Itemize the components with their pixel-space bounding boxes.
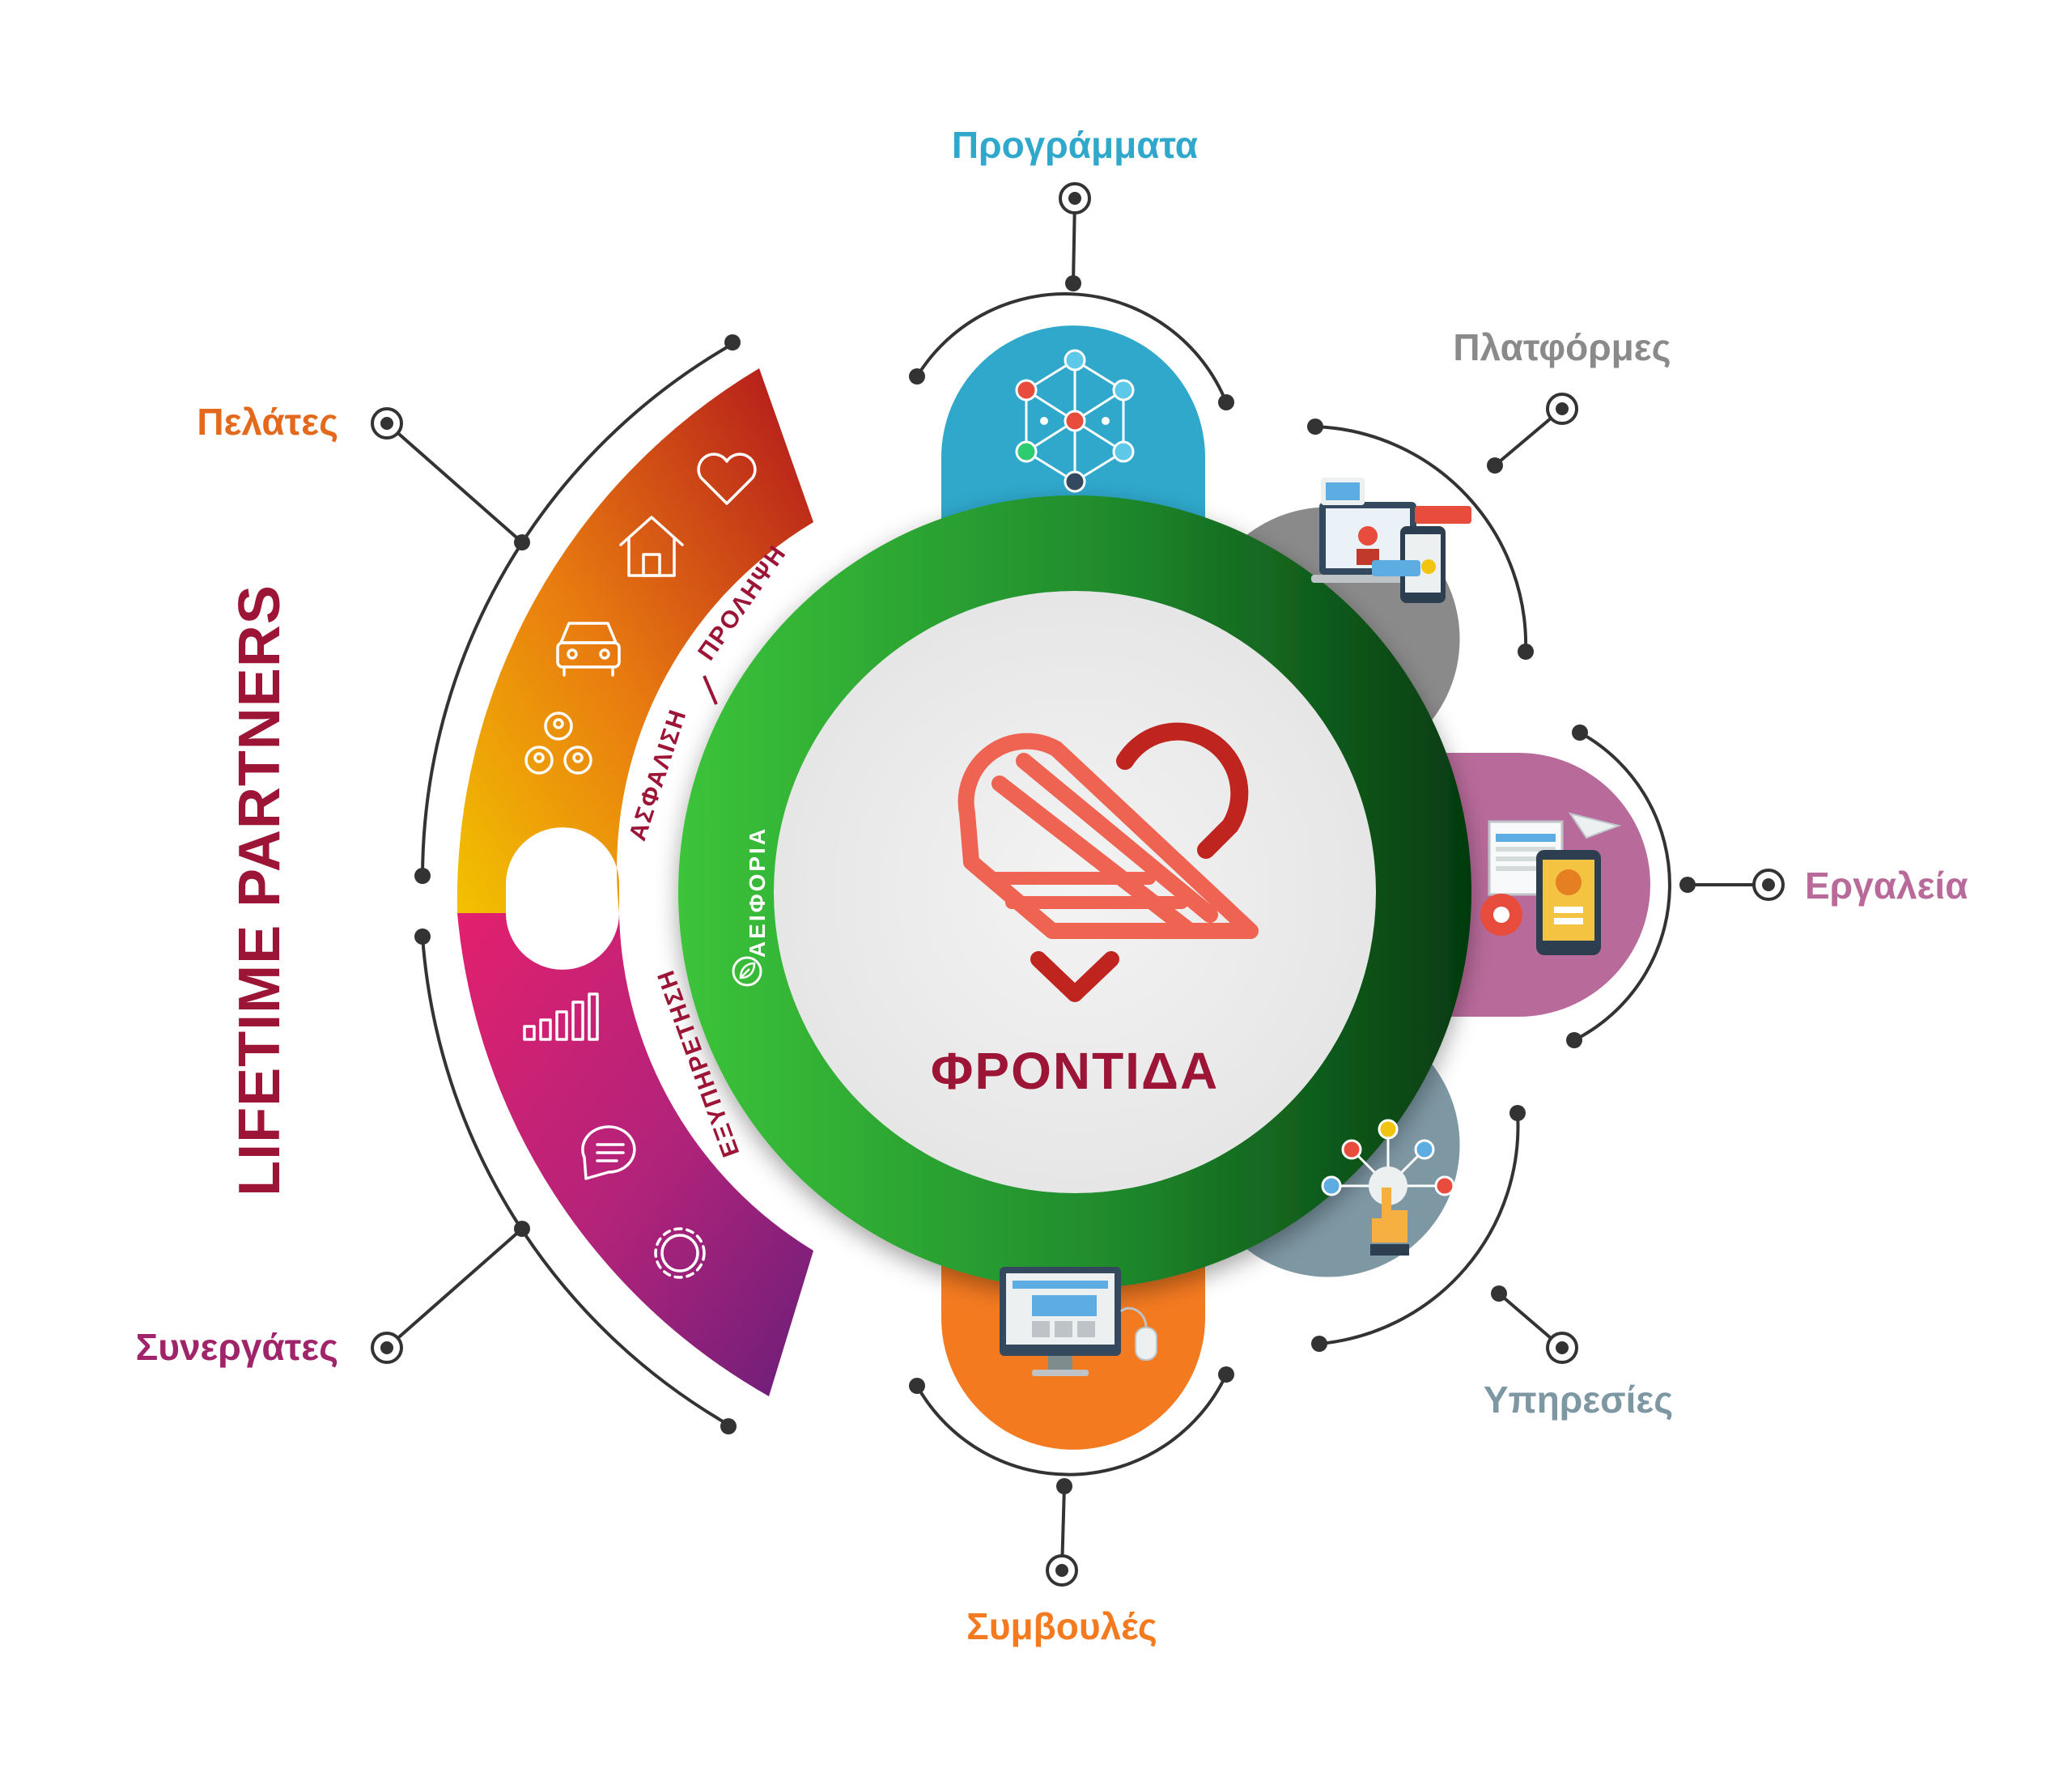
label-partners: Συνεργάτες [136,1326,338,1368]
label-services: Υπηρεσίες [1484,1379,1673,1421]
node-tools [1752,869,1785,901]
label-divider [703,675,718,705]
gear-icon [654,1227,706,1279]
node-partners [371,1332,403,1364]
left-upper-arc [421,342,733,877]
left-lower-arc [421,936,730,1426]
app-tools-icon [1480,812,1622,955]
center-title: ΦΡΟΝΤΙΔΑ [931,1042,1219,1100]
node-services [1546,1332,1578,1364]
home-icon [619,516,684,577]
devices-icon [1311,478,1471,603]
node-platforms [1546,393,1578,425]
node-clients [371,407,403,440]
arc-band-service[interactable] [457,913,813,1396]
node-advice [1046,1554,1078,1587]
people-network-icon [524,712,592,775]
network-icon [1015,349,1135,493]
computer-screen-icon [1000,1267,1157,1376]
label-tools: Εργαλεία [1805,865,1968,907]
label-clients: Πελάτες [197,401,338,443]
touch-network-icon [1321,1119,1455,1256]
bar-chart-icon [523,992,599,1041]
label-sustainability: ΑΕΙΦΟΡΙΑ [745,826,770,958]
node-programs [1059,182,1091,215]
chat-bubble-icon [581,1125,636,1180]
label-platforms: Πλατφόρμες [1453,326,1671,368]
label-programs: Προγράμματα [952,124,1198,166]
center-disc [774,591,1376,1193]
car-icon [556,622,621,677]
arc-band-insurance-prevention[interactable] [456,368,813,913]
heart-wing-logo [957,722,1259,1002]
side-title: LIFETIME PARTNERS [227,584,292,1196]
leaf-icon [732,956,762,987]
label-advice: Συμβουλές [966,1605,1157,1647]
heart-icon [697,452,757,505]
